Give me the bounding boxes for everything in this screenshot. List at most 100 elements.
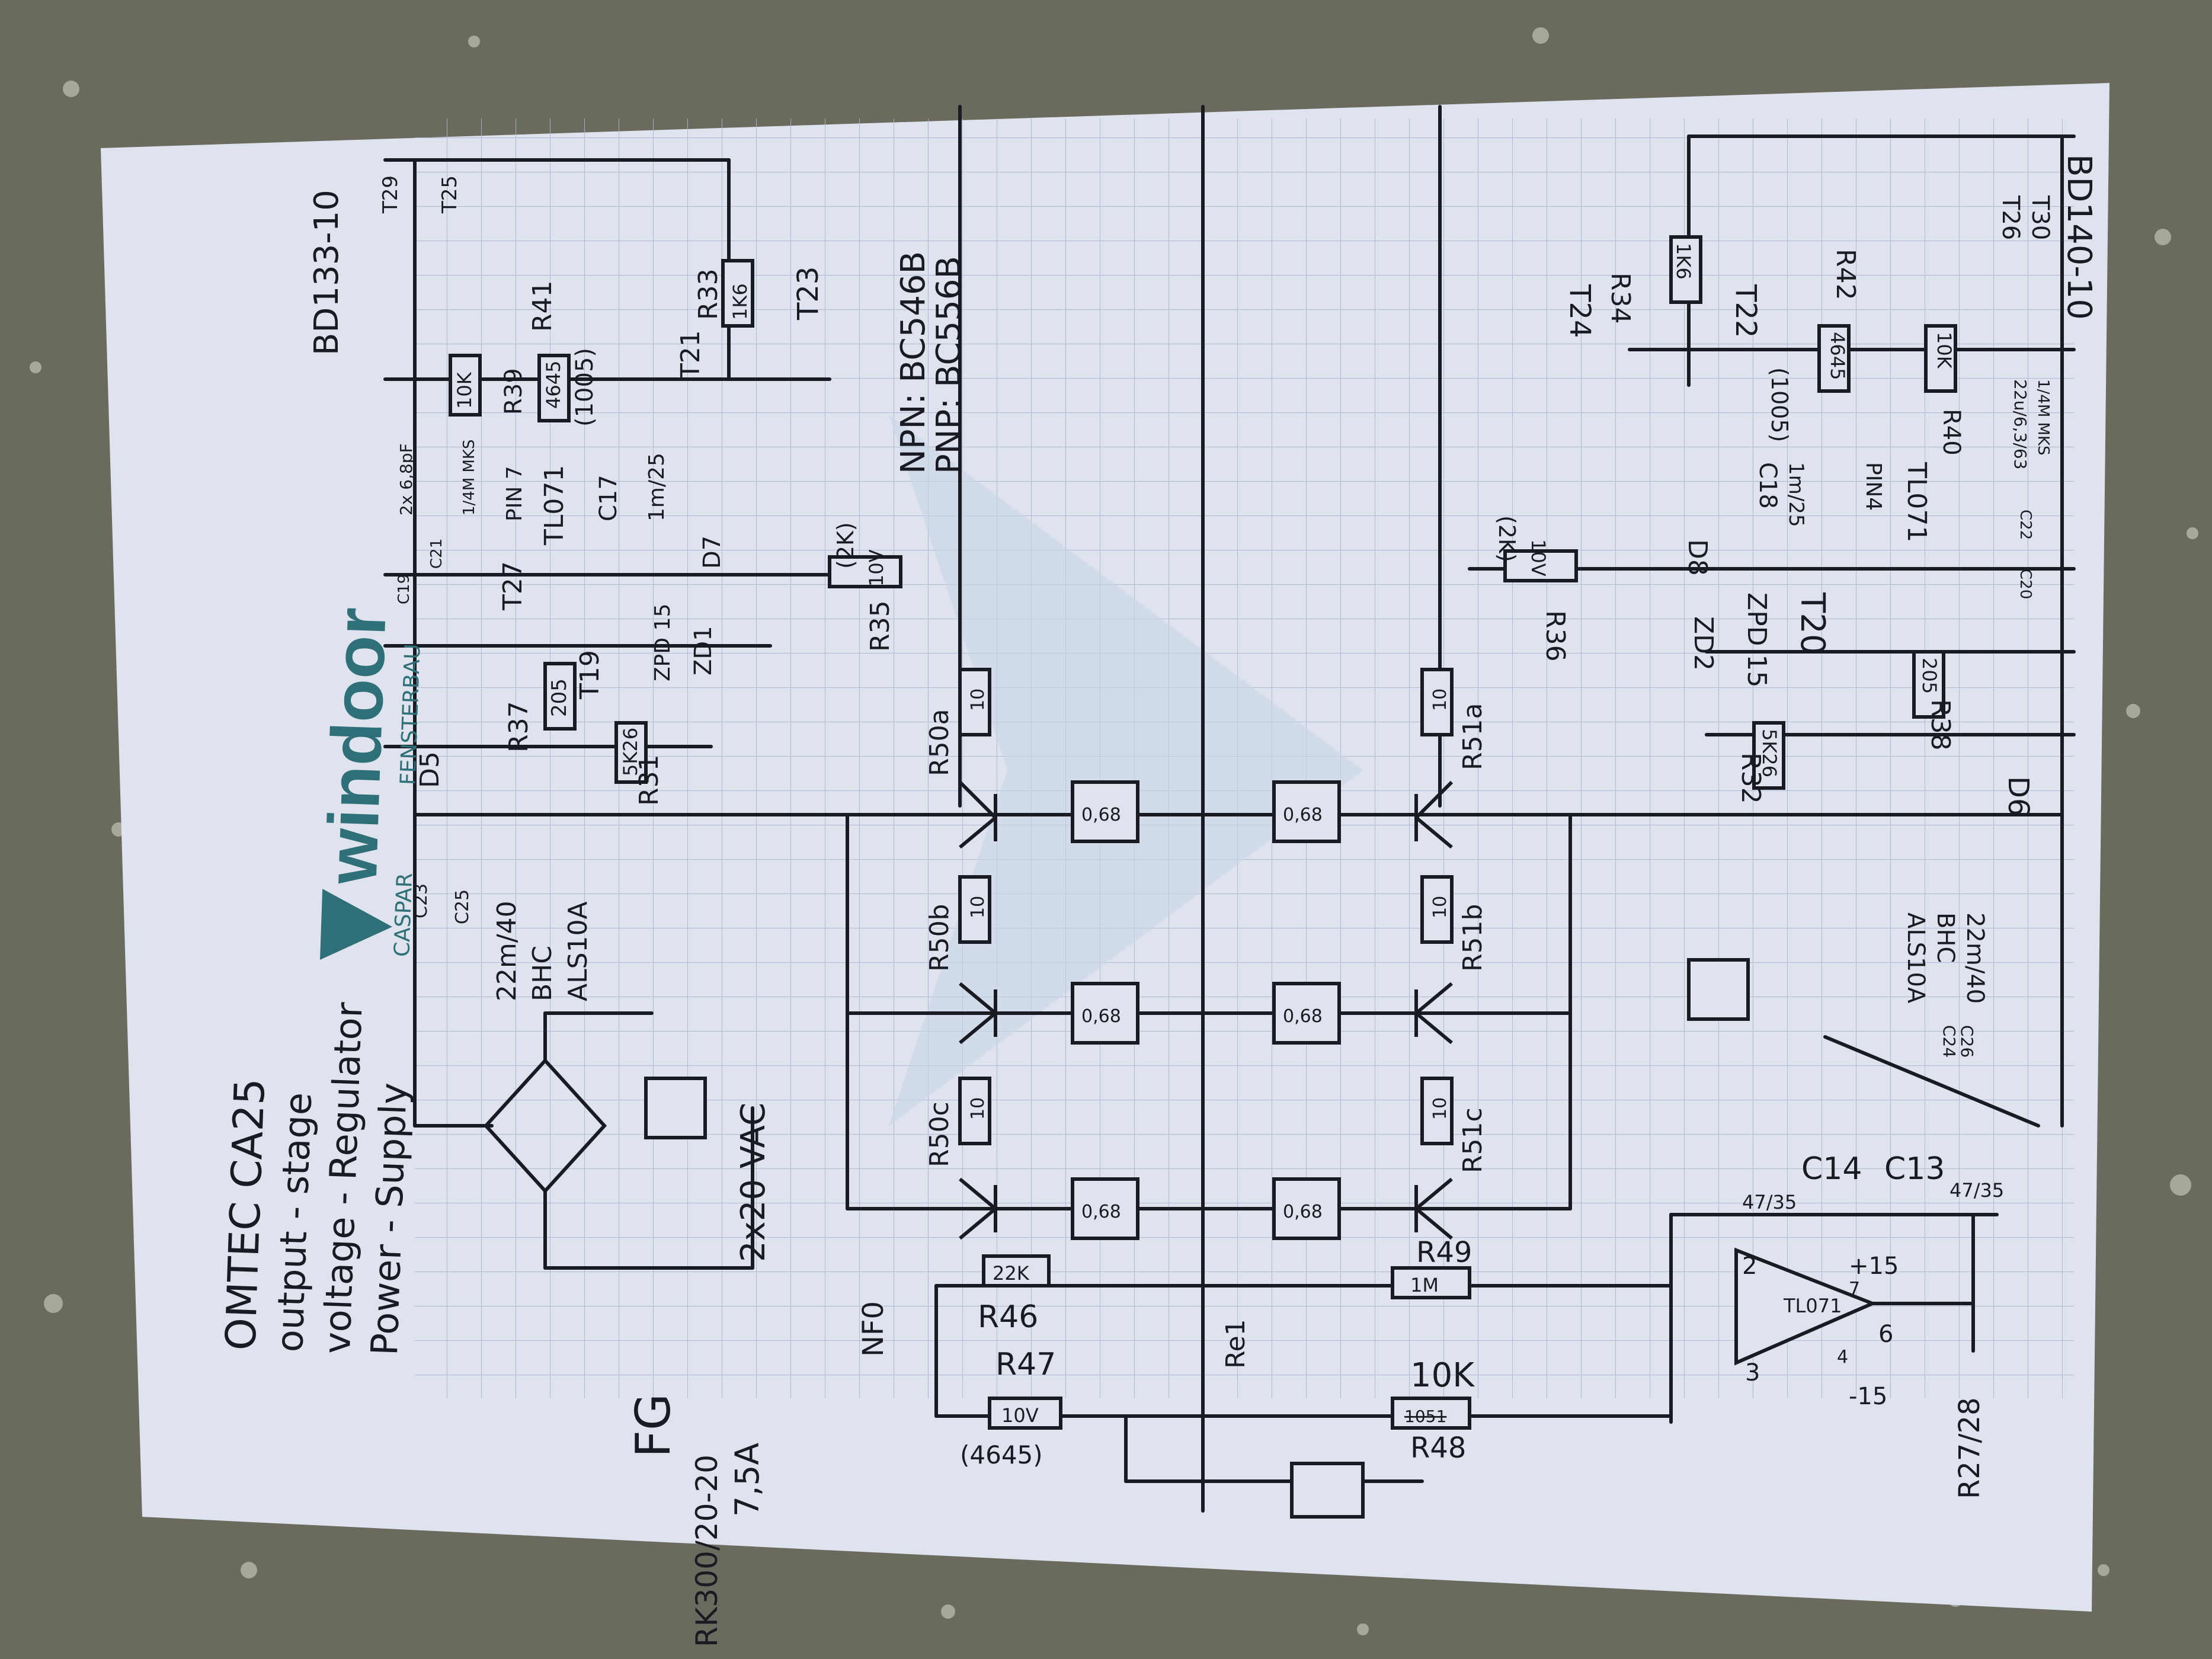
opamp-pin6: 6 <box>1878 1321 1893 1348</box>
title-line-4: Power - Supply <box>363 1082 415 1356</box>
r48-value: 10K <box>1410 1356 1475 1395</box>
transistors <box>958 780 1454 1240</box>
npn-label: NPN: BC546B <box>894 251 933 474</box>
opamp-pin3: 3 <box>1745 1359 1760 1386</box>
r50c-value: 10 <box>968 1097 988 1120</box>
d7-label: D7 <box>699 536 726 569</box>
pnp-label: PNP: BC556B <box>930 256 968 474</box>
r50b-value: 10 <box>968 896 988 918</box>
t27-label: T27 <box>498 561 528 611</box>
r38-value: 205 <box>1918 658 1941 694</box>
r32-label: R32 <box>1736 752 1766 804</box>
tl071-bottom: TL071 <box>1902 462 1932 542</box>
r50b-label: R50b <box>924 904 955 972</box>
tl071-top: TL071 <box>539 465 569 546</box>
pin4-label: PIN4 <box>1861 462 1886 511</box>
title-line-1: OMTEC CA25 <box>216 1078 274 1351</box>
cap-main-right-b: BHC <box>1932 912 1959 963</box>
c18-label: C18 <box>1754 462 1781 509</box>
mks-label: 1/4M MKS <box>460 439 478 515</box>
opamp-symbol <box>1734 1247 1877 1366</box>
rel-label: Re1 <box>1221 1319 1251 1369</box>
r35-value: 10V <box>865 549 888 587</box>
c26-label: C26 <box>1957 1025 1977 1058</box>
r36-value: 10V <box>1527 539 1550 577</box>
t23-label: T23 <box>792 267 825 321</box>
c19-label: C19 <box>395 574 413 604</box>
logo-brand: windoor <box>312 606 401 886</box>
rk-label: RK300/20-20 <box>690 1455 724 1647</box>
zd1-label: ZD1 <box>690 626 717 675</box>
c14-value: 47/35 <box>1742 1191 1797 1213</box>
emitter-r6-value: 0,68 <box>1283 1202 1323 1222</box>
r39-label: R39 <box>500 368 527 415</box>
t22-label: T22 <box>1729 284 1762 338</box>
r51a-value: 10 <box>1430 688 1451 711</box>
r50a-label: R50a <box>924 709 955 776</box>
c25-label: C25 <box>452 889 473 924</box>
r41-alt: (1005) <box>571 348 598 427</box>
speaker-symbol <box>1290 1462 1365 1519</box>
fuse-label: 7,5A <box>728 1443 766 1517</box>
r42-value: 4645 <box>1826 332 1849 380</box>
t25-label: T25 <box>438 175 462 214</box>
opamp-pin7: 7 <box>1849 1279 1860 1299</box>
r47-label: R47 <box>995 1347 1056 1382</box>
zpd-label: ZPD 15 <box>651 604 675 681</box>
r37-value: 205 <box>548 678 571 717</box>
opamp-pin4: 4 <box>1837 1347 1848 1367</box>
cap-main-left-c: ALS10A <box>563 901 593 1001</box>
transformer-label: 2x20 VAC <box>734 1103 773 1262</box>
d6-label: D6 <box>2002 776 2035 816</box>
emitter-r4-value: 0,68 <box>1283 805 1323 825</box>
emitter-r2-value: 0,68 <box>1081 1006 1121 1027</box>
nf0-label: NF0 <box>857 1301 890 1357</box>
watermark-logo <box>889 415 1363 1126</box>
c17-label: C17 <box>595 475 622 521</box>
cap-mix2-label: 1/4M MKS <box>2034 379 2052 456</box>
c23-label: C23 <box>411 883 431 918</box>
windoor-logo: windoor CASPAR FENSTERBAU <box>312 606 425 960</box>
r35-label: R35 <box>865 600 895 652</box>
wiring <box>383 105 2076 1513</box>
r32-value: 5K26 <box>1758 729 1781 777</box>
opamp-pin2: 2 <box>1742 1253 1757 1280</box>
c13-value: 47/35 <box>1949 1179 2004 1202</box>
r51b-value: 10 <box>1430 896 1451 918</box>
logo-right: FENSTERBAU <box>396 643 425 786</box>
t21-label: T21 <box>676 330 706 380</box>
d5-label: D5 <box>415 751 445 788</box>
c24-label: C24 <box>1939 1025 1959 1058</box>
r40-value: 10K <box>1933 332 1955 369</box>
r46-value: 22K <box>993 1262 1030 1285</box>
r46-label: R46 <box>978 1299 1038 1335</box>
title-line-2: output - stage <box>268 1092 320 1353</box>
c22-label: C22 <box>2016 510 2034 540</box>
zd2-label: ZD2 <box>1688 616 1718 671</box>
r50a-value: 10 <box>968 688 988 711</box>
opamp-label: TL071 <box>1783 1295 1842 1317</box>
d8-label: D8 <box>1682 539 1712 576</box>
t29-label: T29 <box>379 175 402 214</box>
emitter-r5-value: 0,68 <box>1283 1006 1323 1027</box>
bd133-label: BD133-10 <box>308 190 346 356</box>
r27-label: R27/28 <box>1953 1397 1986 1499</box>
r48-strike: 1051 <box>1404 1407 1446 1426</box>
r51c-label: R51c <box>1458 1107 1488 1173</box>
c21-label: C21 <box>428 539 446 569</box>
cap-main-right-c: ALS10A <box>1902 912 1929 1004</box>
r39-value: 10K <box>453 371 476 409</box>
r41-label: R41 <box>527 280 558 332</box>
r35-alt: (2K) <box>833 522 859 569</box>
cap-main-right: 22m/40 <box>1961 912 1989 1004</box>
c13-label: C13 <box>1884 1151 1945 1187</box>
emitter-r3-value: 0,68 <box>1081 1202 1121 1222</box>
r51b-label: R51b <box>1458 904 1488 972</box>
r47-value: 10V <box>1001 1404 1039 1427</box>
r36-label: R36 <box>1540 610 1570 662</box>
fg-label: FG <box>626 1394 681 1458</box>
c20-label: C20 <box>2016 569 2034 599</box>
t24-label: T24 <box>1563 284 1596 338</box>
zpd2-label: ZPD 15 <box>1742 592 1772 688</box>
logo-mark <box>320 889 393 960</box>
